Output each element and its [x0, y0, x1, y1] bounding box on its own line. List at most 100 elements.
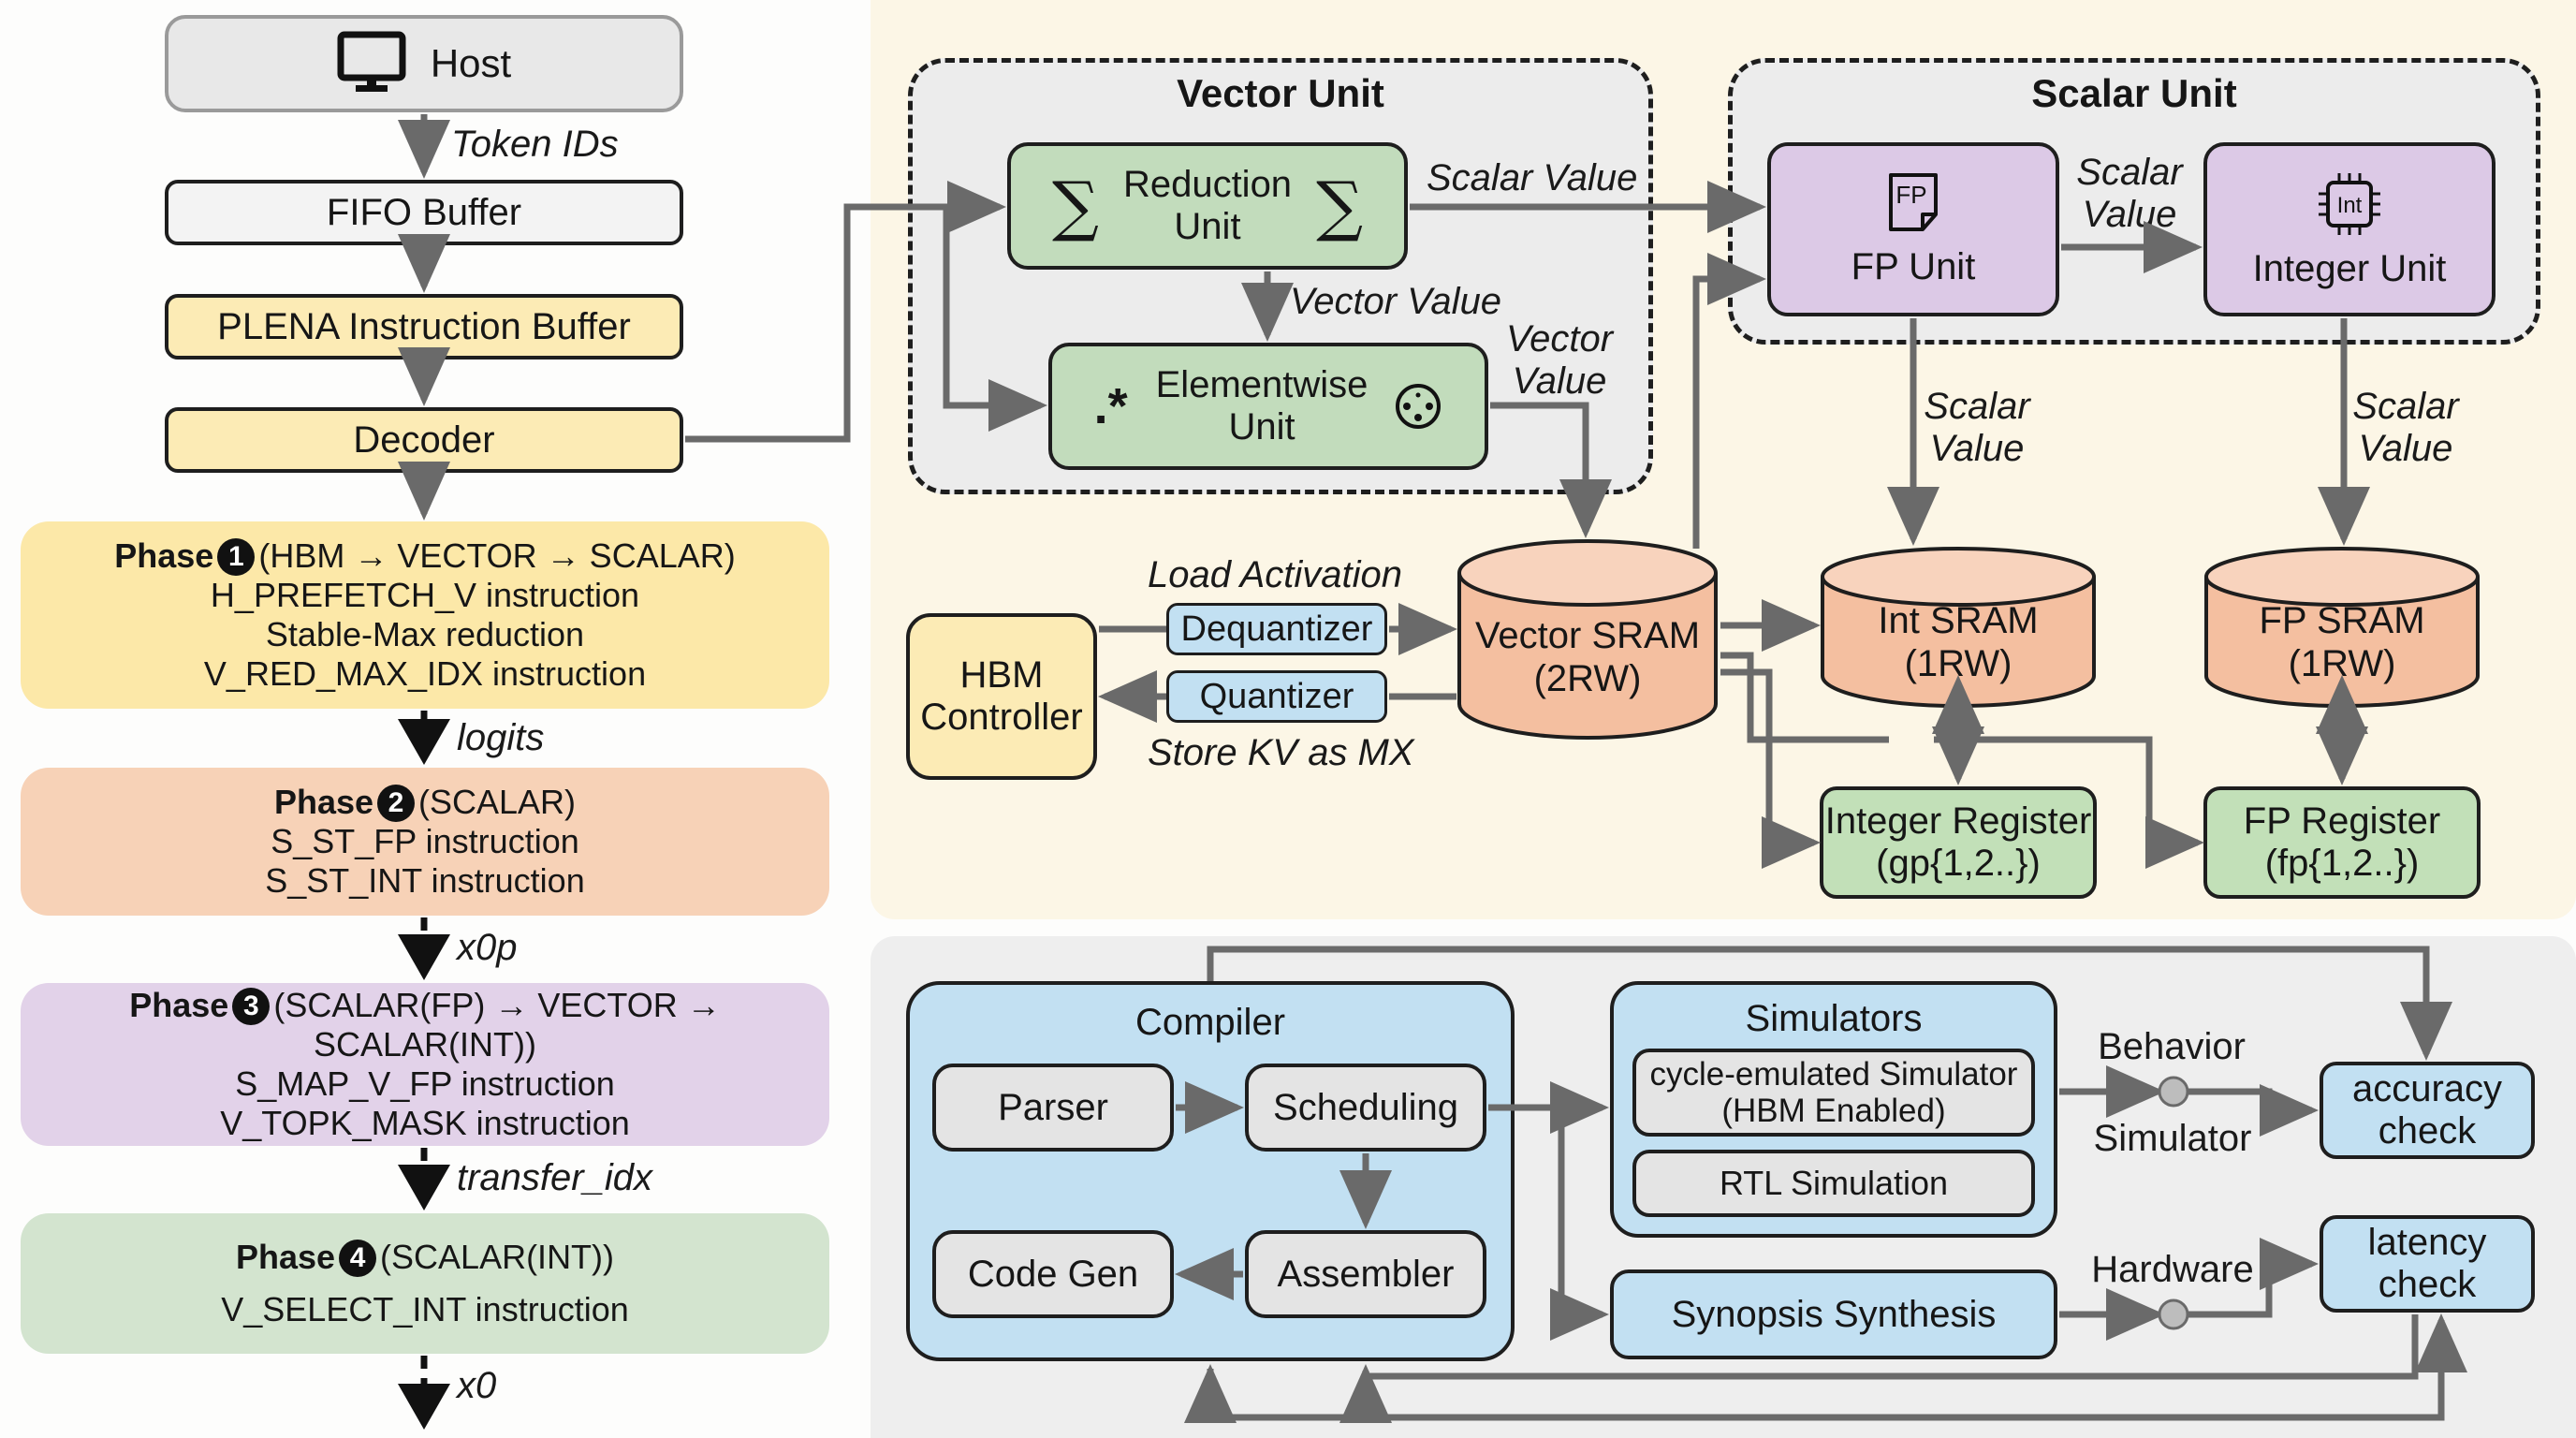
phase-route: (SCALAR(INT)): [380, 1237, 615, 1276]
latency-check-label: latency: [2367, 1222, 2487, 1264]
elementwise-unit-label: Elementwise: [1155, 364, 1368, 406]
phase-word: Phase: [114, 536, 214, 575]
arrow-decoder-elementwise: [943, 207, 1047, 432]
behavior-node: [2158, 1076, 2189, 1108]
phase-line: S_MAP_V_FP instruction: [235, 1064, 615, 1103]
cylinder-shape: [2204, 547, 2480, 708]
code-gen[interactable]: Code Gen: [932, 1230, 1174, 1318]
synopsis-synthesis[interactable]: Synopsis Synthesis: [1610, 1269, 2057, 1359]
quantizer-label: Quantizer: [1199, 676, 1354, 716]
fp-sram-label: FP SRAM: [2259, 600, 2425, 641]
phase-number-badge: 3: [232, 987, 271, 1025]
latency-check[interactable]: latency check: [2320, 1215, 2535, 1313]
hbm-controller[interactable]: HBM Controller: [906, 613, 1097, 780]
edge-label-x0: x0: [457, 1365, 497, 1406]
parser-label: Parser: [998, 1086, 1108, 1128]
int-sram[interactable]: Int SRAM (1RW): [1820, 545, 2097, 710]
dequantizer-label: Dequantizer: [1180, 609, 1373, 649]
latency-check-label: check: [2378, 1264, 2477, 1305]
phase-line: S_ST_INT instruction: [265, 861, 585, 901]
rtl-simulation-label: RTL Simulation: [1719, 1163, 1949, 1202]
behavior-label: Behavior: [2098, 1026, 2246, 1067]
instruction-buffer-label: PLENA Instruction Buffer: [217, 305, 631, 347]
integer-unit-label: Integer Unit: [2252, 247, 2447, 289]
phase-line: Stable-Max reduction: [265, 615, 585, 653]
cylinder-shape: [1821, 547, 2096, 708]
accuracy-check[interactable]: accuracy check: [2320, 1062, 2535, 1159]
integer-register-label: (gp{1,2..}): [1876, 843, 2041, 884]
fp-register-label: FP Register: [2243, 800, 2441, 843]
cycle-emulated-simulator[interactable]: cycle-emulated Simulator (HBM Enabled): [1632, 1049, 2035, 1137]
vector-unit-title: Vector Unit: [1177, 71, 1384, 115]
compiler-title: Compiler: [1134, 1002, 1286, 1043]
scheduling[interactable]: Scheduling: [1245, 1064, 1486, 1152]
label-line: Value: [1512, 360, 1607, 402]
label-line: Scalar: [1924, 386, 2030, 427]
sigma-icon: ∑: [1316, 167, 1364, 244]
reduction-unit[interactable]: ∑ Reduction Unit ∑: [1007, 142, 1408, 270]
code-gen-label: Code Gen: [967, 1253, 1139, 1295]
chip-icon: Int: [2319, 172, 2380, 235]
edge-label-scalar-value-int: Scalar Value: [2349, 386, 2462, 470]
phase-line: S_ST_FP instruction: [271, 821, 579, 860]
elementwise-unit[interactable]: .* Elementwise Unit: [1048, 343, 1488, 470]
edge-label-load-activation: Load Activation: [1148, 554, 1403, 595]
reduction-unit-label: Unit: [1174, 206, 1241, 247]
fp-sram[interactable]: FP SRAM (1RW): [2203, 545, 2481, 710]
phase-line: V_TOPK_MASK instruction: [220, 1104, 630, 1143]
fp-file-icon: FP: [1889, 172, 1938, 231]
assembler[interactable]: Assembler: [1245, 1230, 1486, 1318]
edge-label-vector-value: Vector Value: [1290, 281, 1502, 322]
fp-register-label: (fp{1,2..}): [2264, 843, 2420, 884]
arrow-compiler-accuracy: [1207, 946, 2452, 1061]
integer-unit[interactable]: Int Integer Unit: [2203, 142, 2496, 316]
quantizer[interactable]: Quantizer: [1166, 670, 1387, 723]
edge-label-logits: logits: [457, 717, 545, 758]
synopsis-synthesis-label: Synopsis Synthesis: [1671, 1293, 1997, 1335]
elementwise-multiply-icon: .*: [1093, 377, 1128, 434]
parser[interactable]: Parser: [932, 1064, 1174, 1152]
label-line: Scalar: [2352, 386, 2459, 427]
scheduling-label: Scheduling: [1273, 1086, 1458, 1128]
phase-route: (HBM → VECTOR → SCALAR): [258, 536, 736, 575]
edge-label-scalar-value: Scalar Value: [1427, 157, 1638, 198]
dequantizer[interactable]: Dequantizer: [1166, 603, 1387, 655]
cycle-simulator-label: (HBM Enabled): [1721, 1093, 1946, 1129]
arrow-decoder-reduction: [685, 181, 1006, 443]
fp-unit[interactable]: FP FP Unit: [1767, 142, 2059, 316]
rtl-simulation[interactable]: RTL Simulation: [1632, 1150, 2035, 1217]
simulators-title: Simulators: [1745, 998, 1923, 1039]
vector-sram[interactable]: Vector SRAM (2RW): [1456, 537, 1719, 741]
cycle-simulator-label: cycle-emulated Simulator: [1649, 1055, 2018, 1093]
hbm-controller-label: HBM: [959, 654, 1044, 697]
phase-word: Phase: [129, 985, 229, 1024]
phase-number-badge: 2: [377, 784, 416, 822]
cylinder-shape: [1457, 539, 1718, 740]
edge-label-transfer-idx: transfer_idx: [457, 1157, 652, 1198]
vector-sram-label: (2RW): [1533, 658, 1642, 699]
monitor-icon: [337, 31, 406, 92]
hbm-controller-label: Controller: [920, 697, 1083, 738]
integer-register[interactable]: Integer Register (gp{1,2..}): [1820, 786, 2097, 899]
arrow-vsram-fpregister: [1720, 652, 2198, 843]
int-icon-text: Int: [2337, 193, 2363, 218]
host-box[interactable]: Host: [165, 15, 683, 112]
phase-route: (SCALAR): [418, 782, 577, 821]
hardware-label: Hardware: [2091, 1249, 2254, 1290]
edge-label-store-kv: Store KV as MX: [1148, 732, 1414, 773]
phase-number-badge: 1: [217, 537, 256, 576]
fifo-buffer[interactable]: FIFO Buffer: [165, 180, 683, 245]
phase-line: H_PREFETCH_V instruction: [210, 575, 640, 614]
phase-line: V_RED_MAX_IDX instruction: [203, 654, 647, 694]
arrow-latency-feedback: [1339, 1314, 2419, 1423]
host-label: Host: [430, 41, 512, 86]
arrow-behavior-merge: [2188, 1084, 2319, 1137]
arrow-elementwise-vsram: [1490, 402, 1612, 538]
phase-line: V_SELECT_INT instruction: [221, 1290, 629, 1328]
label-line: Value: [2358, 427, 2453, 469]
arrow-latency-feedback-2: [1207, 1313, 2467, 1421]
label-line: Vector: [1505, 318, 1614, 360]
